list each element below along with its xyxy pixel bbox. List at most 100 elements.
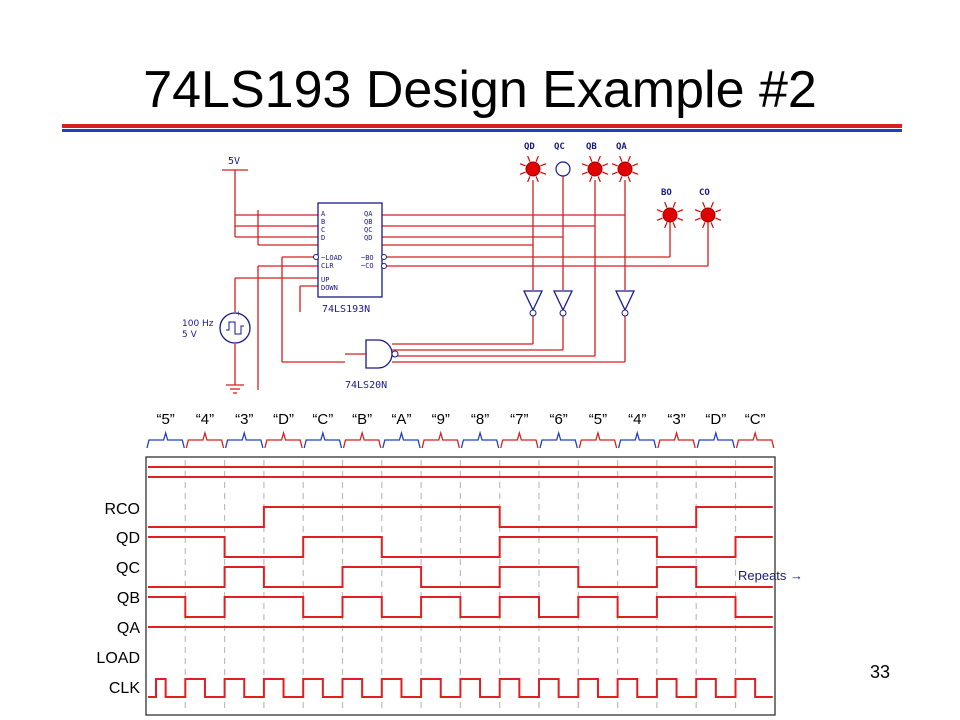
state-brace: [500, 430, 539, 449]
trace-qb: [148, 566, 773, 588]
led-ray: [672, 222, 676, 229]
supply-label: 5V: [228, 156, 240, 167]
source-freq-label: 100 Hz: [182, 319, 214, 329]
state-label: “9”: [432, 411, 450, 428]
state-label: “4”: [628, 411, 646, 428]
state-label: “5”: [156, 411, 174, 428]
state-label: “7”: [510, 411, 528, 428]
state-label: “3”: [667, 411, 685, 428]
state-label: “D”: [273, 411, 294, 428]
trace-qc: [148, 536, 773, 558]
led-ray: [702, 222, 706, 229]
nand-gate: [365, 339, 393, 369]
led-ray: [589, 176, 593, 183]
led-label: QB: [586, 142, 597, 152]
chip-control-input-label: ~LOAD: [321, 254, 342, 262]
led-ray: [715, 217, 722, 221]
chip-control-output-label: ~CO: [361, 262, 374, 270]
led-ray: [619, 155, 623, 162]
inverter-gate: [614, 290, 636, 312]
state-brace: [146, 430, 185, 449]
led-on-icon: [662, 207, 678, 223]
state-label: “4”: [196, 411, 214, 428]
led-ray: [710, 222, 714, 229]
state-brace: [657, 430, 696, 449]
state-label: “C”: [312, 411, 333, 428]
led-ray: [581, 163, 588, 167]
schematic: [222, 169, 709, 394]
inverters: [522, 290, 636, 317]
state-brace: [224, 430, 264, 449]
led-ray: [672, 201, 676, 208]
trace-qa: [148, 596, 773, 618]
inverter-bubble: [529, 309, 537, 317]
inverter-gate: [522, 290, 544, 312]
title-underline-red: [62, 124, 902, 128]
led-ray: [611, 163, 618, 167]
chip-control-output-label: ~BO: [361, 254, 374, 262]
led-ray: [677, 209, 684, 213]
state-label: “6”: [549, 411, 567, 428]
chip-input-label: B: [321, 218, 325, 226]
state-brace: [421, 430, 461, 449]
led-label: BO: [661, 188, 672, 198]
state-brace: [382, 430, 421, 449]
inverter-bubble: [621, 309, 629, 317]
state-brace: [617, 430, 657, 449]
chip-input-label: D: [321, 234, 325, 242]
inverter-bubble: [559, 309, 567, 317]
led-ray: [602, 163, 609, 167]
led-ray: [527, 176, 531, 183]
led-on-icon: [617, 161, 633, 177]
led-ray: [632, 163, 639, 167]
signal-label-qc: QC: [116, 560, 140, 577]
inverter-gate: [552, 290, 574, 312]
timing-traces: [148, 466, 773, 698]
signal-label-qa: QA: [116, 620, 140, 637]
state-label: “8”: [471, 411, 489, 428]
led-ray: [656, 217, 663, 221]
state-brace: [185, 430, 225, 449]
led-ray: [710, 201, 714, 208]
title-underline-blue: [62, 129, 902, 132]
state-brace: [460, 430, 500, 449]
signal-label-qb: QB: [116, 590, 140, 607]
clock-source-wave-icon: [226, 321, 244, 335]
led-ray: [677, 217, 684, 221]
led-ray: [627, 176, 631, 183]
state-brace: [578, 430, 618, 449]
repeats-label: Repeats →: [738, 568, 804, 583]
chip-output-label: QC: [364, 226, 372, 234]
led-ray: [664, 222, 668, 229]
led-label: CO: [699, 188, 710, 198]
led-on-icon: [525, 161, 541, 177]
led-off-icon: [555, 161, 571, 177]
led-ray: [702, 201, 706, 208]
led-ray: [540, 171, 547, 175]
state-brace: [303, 430, 343, 449]
led-ray: [589, 155, 593, 162]
slide-title: 74LS193 Design Example #2: [143, 61, 817, 119]
led-ray: [535, 155, 539, 162]
co-bubble: [381, 263, 387, 269]
bo-bubble: [381, 254, 387, 260]
state-label: “A”: [391, 411, 411, 428]
load-bubble: [313, 254, 319, 260]
signal-label-rco: RCO: [104, 501, 140, 518]
led-ray: [632, 171, 639, 175]
led-ray: [535, 176, 539, 183]
led-on-icon: [587, 161, 603, 177]
state-labels: “5”“4”“3”“D”“C”“B”“A”“9”“8”“7”“6”“5”“4”“…: [156, 411, 765, 428]
page-number: 33: [870, 662, 891, 682]
signal-label-load: LOAD: [96, 650, 140, 667]
chip-control-input-label: DOWN: [321, 284, 338, 292]
state-brace: [735, 430, 775, 449]
state-label: “3”: [235, 411, 253, 428]
state-braces: [146, 430, 775, 449]
trace-clk: [148, 678, 773, 698]
led-ray: [694, 209, 701, 213]
state-brace: [539, 430, 578, 449]
state-label: “D”: [705, 411, 726, 428]
